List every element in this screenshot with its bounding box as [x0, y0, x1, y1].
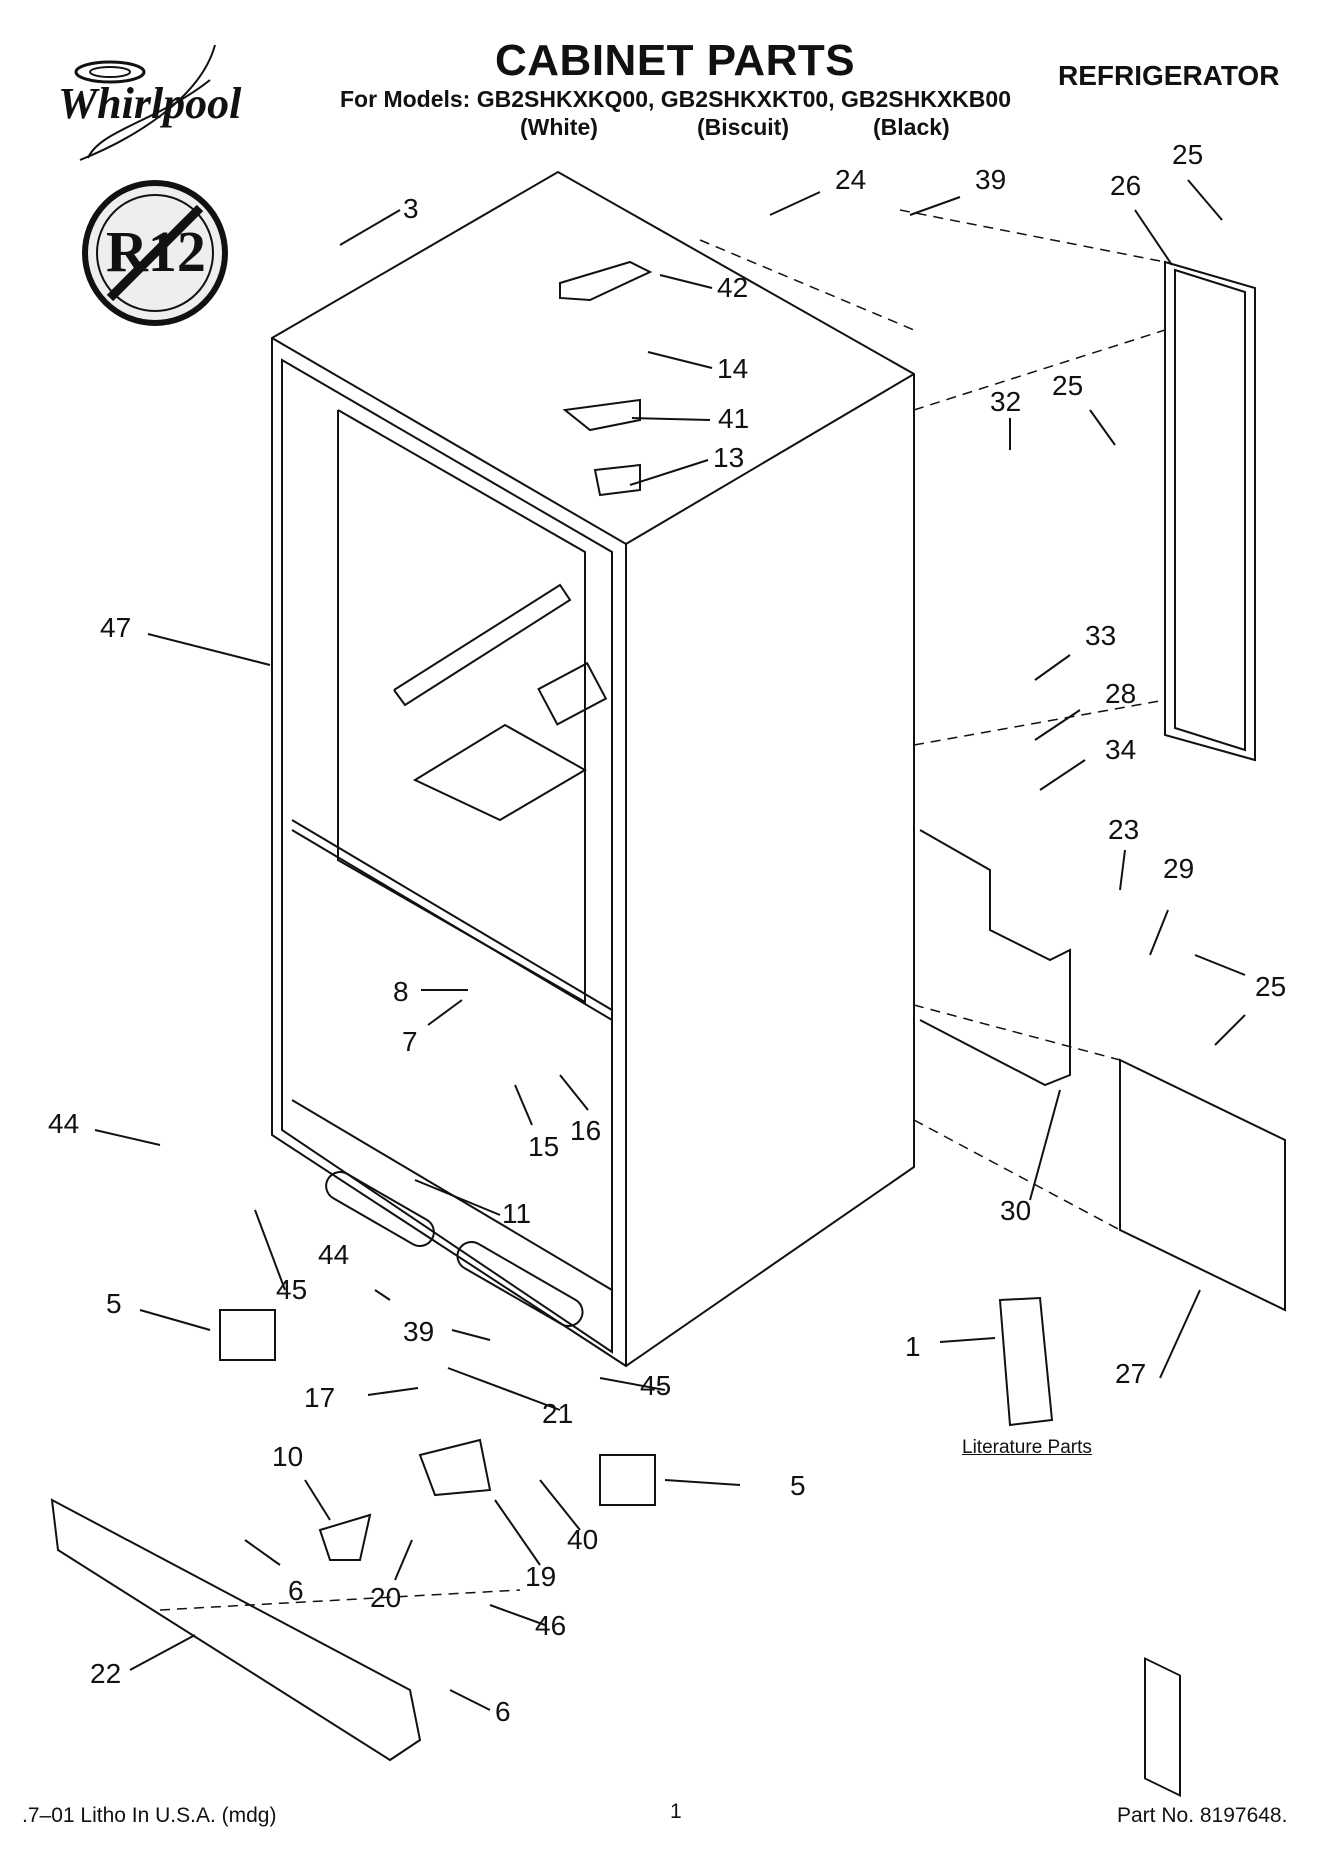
footer-print-info: .7–01 Litho In U.S.A. (mdg)	[22, 1804, 277, 1827]
bracket-5-left	[219, 1309, 276, 1361]
variant-biscuit: (Biscuit)	[697, 114, 789, 140]
callout-34: 34	[1105, 734, 1137, 765]
back-panel-30	[919, 829, 1071, 1087]
caster-10	[318, 1513, 372, 1561]
callout-6-lower: 6	[495, 1696, 511, 1727]
cabinet-outline	[271, 170, 915, 1368]
callout-39-top: 39	[975, 164, 1007, 195]
callout-3: 3	[403, 193, 419, 224]
callout-21: 21	[542, 1398, 574, 1429]
literature-parts-label: Literature Parts	[962, 1437, 1092, 1458]
page-number: 1	[670, 1800, 682, 1823]
hinge-13	[593, 463, 641, 497]
callout-25-right: 25	[1255, 971, 1287, 1002]
side-panel-26	[1164, 260, 1256, 762]
callout-5-right: 5	[790, 1470, 806, 1501]
callout-7: 7	[402, 1026, 418, 1057]
callout-27: 27	[1115, 1358, 1147, 1389]
variant-white: (White)	[520, 114, 598, 140]
callout-6-upper: 6	[288, 1575, 304, 1606]
callout-24: 24	[835, 164, 867, 195]
badge-text: R12	[106, 219, 206, 284]
callout-29: 29	[1163, 853, 1195, 884]
callout-14: 14	[717, 353, 749, 384]
callout-16: 16	[570, 1115, 602, 1146]
hinge-cover-42	[559, 260, 653, 302]
callout-17: 17	[304, 1382, 336, 1413]
callout-13: 13	[713, 442, 745, 473]
callout-33: 33	[1085, 620, 1117, 651]
callout-42: 42	[717, 272, 749, 303]
callout-46: 46	[535, 1610, 567, 1641]
callout-25-top: 25	[1172, 139, 1204, 170]
callout-19: 19	[525, 1561, 557, 1592]
callout-5-left: 5	[106, 1288, 122, 1319]
callout-44-mid: 44	[318, 1239, 350, 1270]
callout-10: 10	[272, 1441, 304, 1472]
callout-28: 28	[1105, 678, 1137, 709]
callout-26: 26	[1110, 170, 1142, 201]
variant-black: (Black)	[873, 114, 950, 140]
callout-45-mid: 45	[640, 1370, 672, 1401]
page-title: CABINET PARTS	[495, 36, 856, 85]
callout-11: 11	[502, 1198, 532, 1229]
callout-47: 47	[100, 612, 132, 643]
callout-39-bottom: 39	[403, 1316, 435, 1347]
callout-1: 1	[905, 1331, 921, 1362]
grille-27	[1119, 1058, 1286, 1312]
toe-grille-22	[50, 1498, 422, 1762]
callout-22: 22	[90, 1658, 122, 1689]
callout-41: 41	[718, 403, 750, 434]
callout-20: 20	[370, 1582, 402, 1613]
models-line: For Models: GB2SHKXKQ00, GB2SHKXKT00, GB…	[340, 86, 1011, 112]
callout-32: 32	[990, 386, 1022, 417]
logo-swirl-icon	[74, 44, 216, 161]
callout-25-mid: 25	[1052, 370, 1084, 401]
no-r12-badge: R12	[80, 178, 230, 328]
callout-45-left: 45	[276, 1274, 308, 1305]
callout-8: 8	[393, 976, 409, 1007]
callout-15: 15	[528, 1131, 560, 1162]
roller-bracket-19	[418, 1438, 492, 1497]
callout-44-left: 44	[48, 1108, 80, 1139]
callout-30: 30	[1000, 1195, 1032, 1226]
appliance-category: REFRIGERATOR	[1058, 60, 1280, 91]
literature-book	[998, 1296, 1054, 1427]
bracket-5-right	[599, 1454, 656, 1506]
callout-23: 23	[1108, 814, 1140, 845]
hinge-41	[562, 398, 641, 432]
brand-name: Whirlpool	[58, 79, 242, 128]
whirlpool-logo	[40, 40, 270, 170]
part-number: Part No. 8197648.	[1117, 1804, 1288, 1827]
callout-40: 40	[567, 1524, 599, 1555]
